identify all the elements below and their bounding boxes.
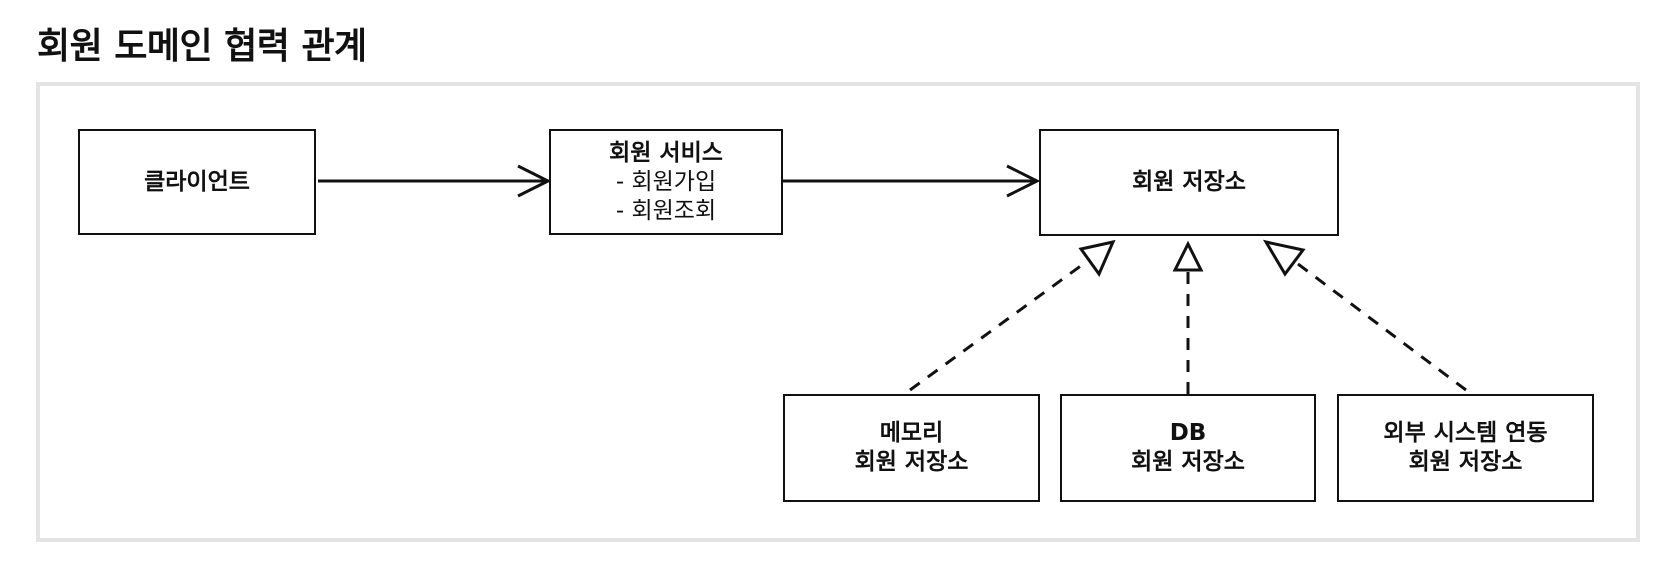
external-repository-label-line-1: 외부 시스템 연동 [1383,420,1548,446]
external-repository-label-line-2: 회원 저장소 [1408,449,1523,475]
member-repository-node: 회원 저장소 [1039,129,1339,236]
member-service-label: 회원 서비스 [609,139,723,166]
member-service-lookup-item: - 회원조회 [615,197,717,224]
memory-repository-node: 메모리 회원 저장소 [783,394,1040,502]
db-repository-node: DB 회원 저장소 [1060,394,1316,502]
client-node: 클라이언트 [78,129,316,235]
client-label: 클라이언트 [144,168,250,195]
db-repository-label-line-1: DB [1169,420,1207,446]
db-repository-label-line-2: 회원 저장소 [1131,449,1245,475]
member-service-node: 회원 서비스 - 회원가입 - 회원조회 [549,129,783,235]
external-repository-node: 외부 시스템 연동 회원 저장소 [1337,394,1594,502]
page-title: 회원 도메인 협력 관계 [37,26,367,67]
memory-repository-label-line-2: 회원 저장소 [854,449,969,475]
memory-repository-label-line-1: 메모리 [879,420,944,446]
member-service-join-item: - 회원가입 [615,168,717,195]
member-repository-label: 회원 저장소 [1132,169,1246,195]
